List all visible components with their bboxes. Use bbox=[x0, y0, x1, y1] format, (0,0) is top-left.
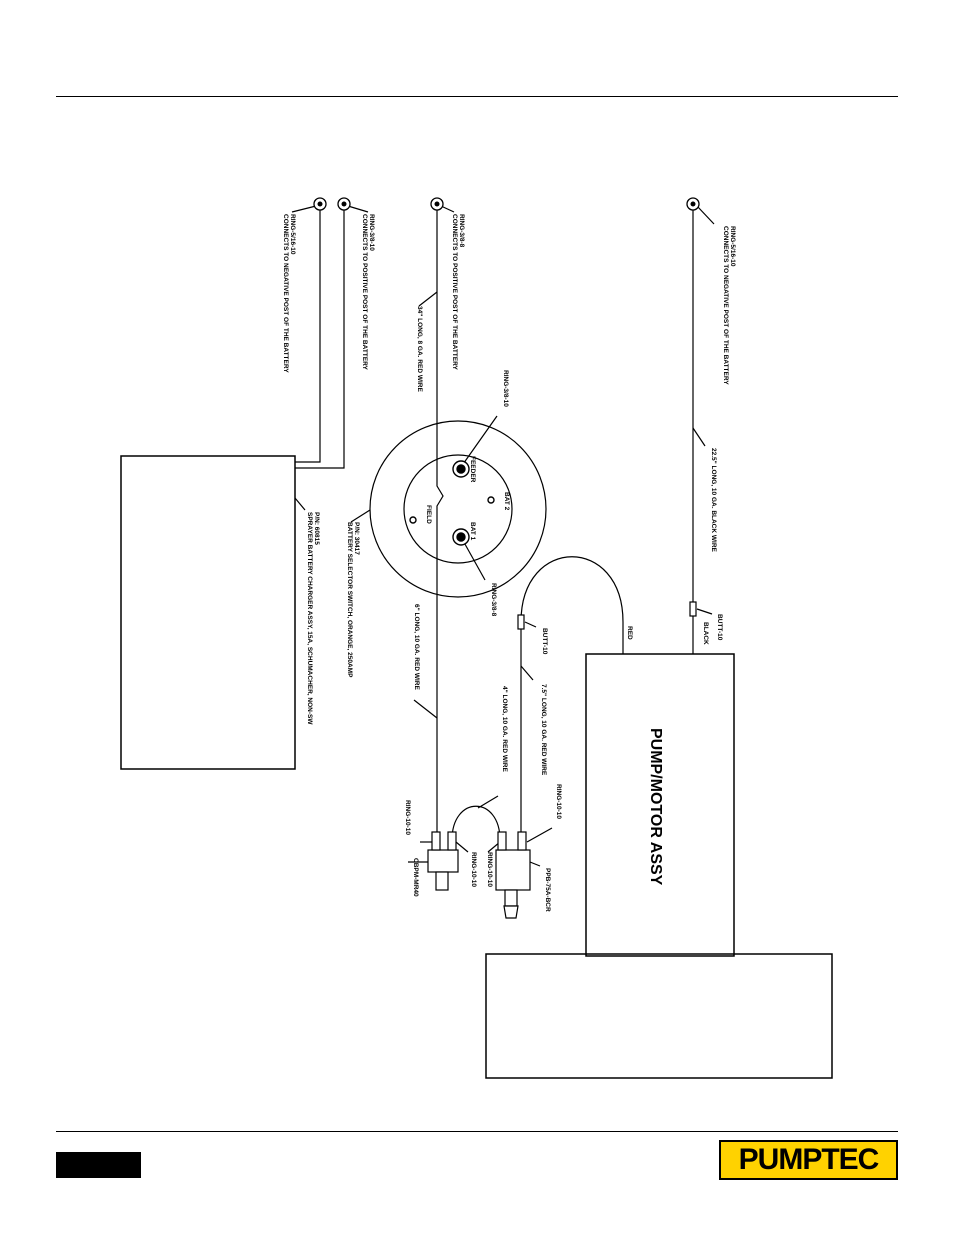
label-bat1: BAT 1 bbox=[469, 522, 476, 541]
label-switch-pn: P/N: 30417 bbox=[353, 522, 360, 555]
label-wire-black: 22.5" LONG, 10 GA. BLACK WIRE bbox=[710, 448, 717, 553]
circuit-breaker-body bbox=[427, 849, 459, 873]
push-button-body bbox=[495, 849, 531, 891]
label-ring-1010-c: RING-10-10 bbox=[486, 852, 493, 887]
label-ring-charger-neg-note: CONNECTS TO NEGATIVE POST OF THE BATTERY bbox=[282, 214, 289, 373]
label-wire-75in: 7.5" LONG, 10 GA. RED WIRE bbox=[540, 684, 547, 776]
page-number-tab bbox=[56, 1152, 141, 1178]
leader-black-wire bbox=[692, 427, 706, 447]
label-bat2: BAT 2 bbox=[503, 492, 510, 511]
label-charger-desc: SPRAYER BATTERY CHARGER ASSY, 15A, SCHUM… bbox=[306, 512, 313, 725]
switch-post-field bbox=[409, 516, 417, 524]
leader-ring-charger-neg bbox=[291, 205, 317, 213]
label-black: BLACK bbox=[702, 622, 709, 645]
leader-ring-1010-b bbox=[455, 841, 469, 853]
wire-charger-negative bbox=[295, 206, 321, 463]
label-butt-red: BUTT-10 bbox=[541, 628, 548, 655]
leader-75in bbox=[520, 665, 534, 681]
label-red: RED bbox=[626, 626, 633, 640]
label-ring-pump: RING-5/16-10 bbox=[729, 226, 736, 267]
pump-motor-box bbox=[585, 653, 735, 957]
label-ring-1010-a: RING-10-10 bbox=[404, 800, 411, 835]
label-butt-black: BUTT-10 bbox=[716, 614, 723, 641]
wire-4in-leader bbox=[477, 795, 499, 809]
leader-34in bbox=[418, 291, 438, 307]
label-ring-charger-neg: RING-5/16-10 bbox=[289, 214, 296, 255]
label-ring-bat1: RING-3/8-8 bbox=[490, 583, 497, 617]
butt-connector-black bbox=[689, 601, 697, 617]
label-ring-1010-d: RING-10-10 bbox=[555, 784, 562, 819]
leader-ring-feeder bbox=[460, 415, 498, 468]
label-pump-motor: PUMP/MOTOR ASSY bbox=[647, 728, 664, 886]
label-cbpm: CBPM-MR40 bbox=[412, 858, 419, 897]
header-rule bbox=[56, 96, 898, 97]
label-wire-4in: 4" LONG, 10 GA. RED WIRE bbox=[501, 686, 508, 772]
wire-red-arc bbox=[520, 556, 624, 840]
label-ppb: PPB-75A-BCR bbox=[544, 868, 551, 912]
leader-6in bbox=[413, 699, 438, 719]
leader-ring-pump bbox=[696, 205, 715, 225]
logo-text: PUMPTEC bbox=[738, 1143, 880, 1176]
label-switch-desc: BATTERY SELECTOR SWITCH, ORANGE, 250AMP bbox=[346, 522, 353, 678]
leader-ring-1010-d bbox=[526, 827, 553, 843]
leader-butt-black bbox=[696, 608, 713, 615]
label-ring-pump-note: CONNECTS TO NEGATIVE POST OF THE BATTERY bbox=[722, 226, 729, 385]
butt-connector-red bbox=[517, 614, 525, 630]
wire-34in-red bbox=[436, 206, 444, 840]
label-ring-1010-b: RING-10-10 bbox=[470, 852, 477, 887]
leader-ring-charger-pos bbox=[347, 205, 369, 213]
label-ring-main-note: CONNECTS TO POSITIVE POST OF THE BATTERY bbox=[451, 214, 458, 371]
selector-switch-outer bbox=[369, 420, 547, 598]
selector-switch-inner bbox=[403, 454, 513, 564]
label-charger-pn: P/N: 60815 bbox=[313, 512, 320, 545]
battery-charger-box bbox=[120, 455, 296, 770]
leader-charger-pn bbox=[294, 497, 306, 511]
label-ring-feeder: RING-3/8-10 bbox=[502, 370, 509, 407]
label-field: FIELD bbox=[425, 505, 432, 524]
leader-ring-main bbox=[440, 205, 455, 213]
label-feeder: FEEDER bbox=[469, 456, 476, 483]
leader-ppb bbox=[529, 861, 541, 867]
label-wire-6in: 6" LONG, 10 GA. RED WIRE bbox=[413, 604, 420, 690]
label-ring-charger-pos: RING-3/8-10 bbox=[368, 214, 375, 251]
label-wire-34in: 34" LONG, 8 GA. RED WIRE bbox=[416, 306, 423, 392]
wire-4in-loop bbox=[451, 805, 501, 841]
leader-switch-pn bbox=[350, 509, 371, 523]
footer-rule bbox=[56, 1131, 898, 1132]
pumptec-logo: PUMPTEC bbox=[719, 1140, 898, 1180]
switch-post-bat2 bbox=[487, 496, 495, 504]
base-box bbox=[485, 953, 833, 1079]
label-ring-main: RING-3/8-8 bbox=[458, 214, 465, 248]
leader-butt-red bbox=[524, 621, 537, 628]
label-ring-charger-pos-note: CONNECTS TO POSITIVE POST OF THE BATTERY bbox=[361, 214, 368, 371]
circuit-breaker-button bbox=[435, 871, 449, 891]
wire-charger-positive bbox=[295, 206, 345, 469]
